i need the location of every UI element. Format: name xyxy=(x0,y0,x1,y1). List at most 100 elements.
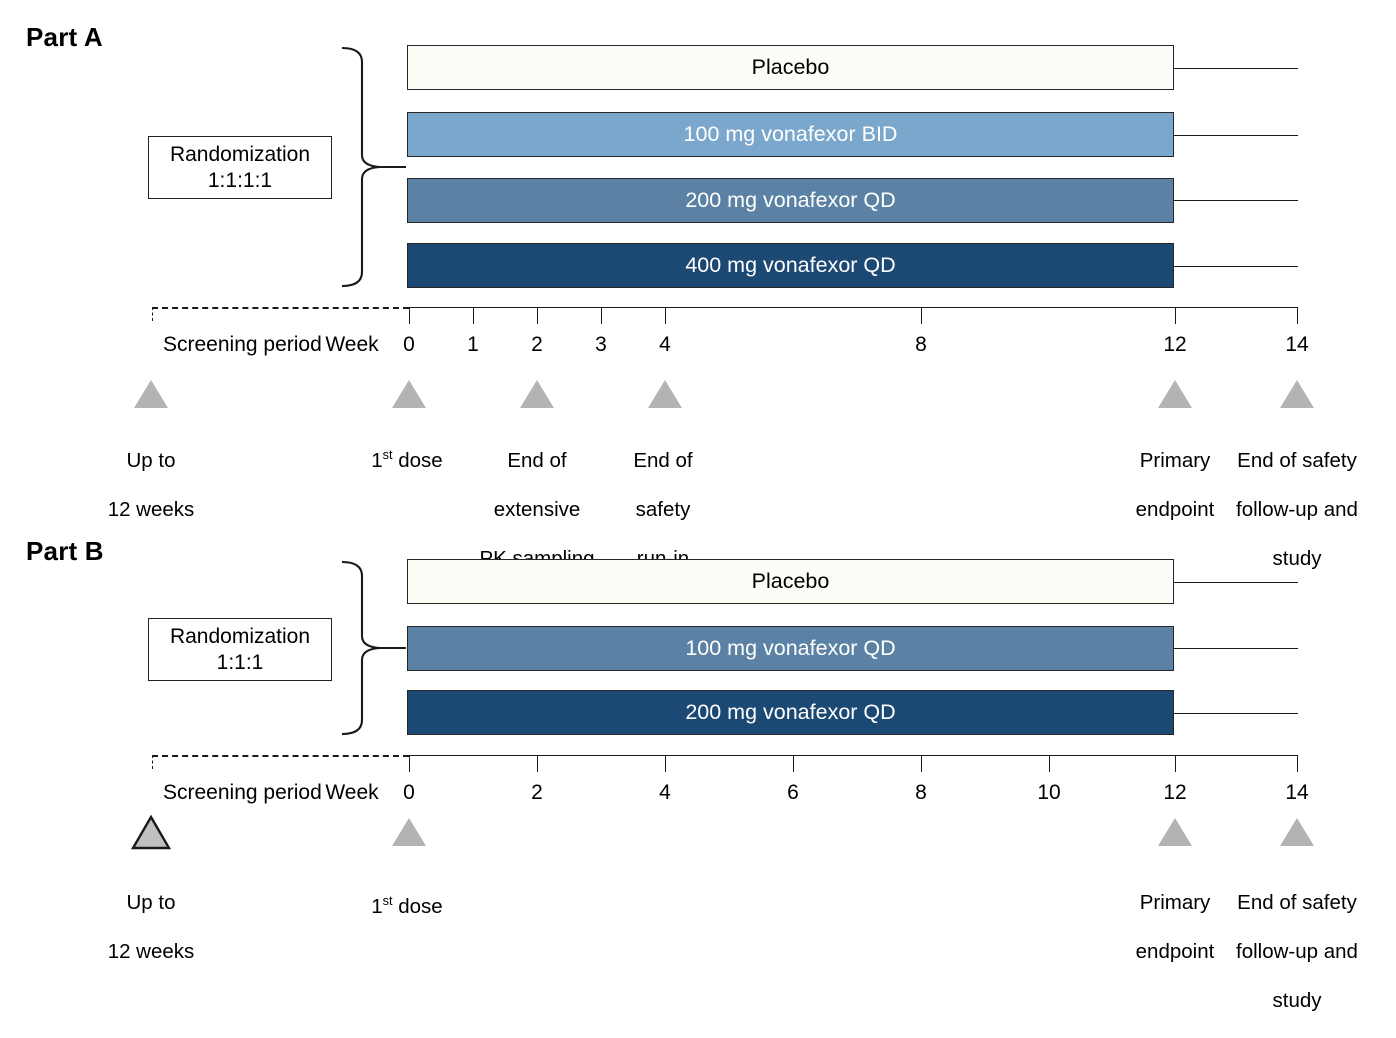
part-b-tick-label-0: 0 xyxy=(403,781,415,804)
part-a-tick-label-4: 4 xyxy=(659,333,671,356)
part-a-tick-12 xyxy=(1175,307,1176,324)
part-b-tick-6 xyxy=(793,755,794,772)
part-b-screening-start-tick xyxy=(152,755,153,769)
part-a-marker-primary-endpoint-triangle-icon xyxy=(1158,380,1192,408)
part-a-milestone-primary-endpoint-line2: endpoint xyxy=(1135,497,1215,521)
part-a-tick-label-0: 0 xyxy=(403,333,415,356)
part-b-tick-label-2: 2 xyxy=(531,781,543,804)
part-a-arm-400mg-qd-tail xyxy=(1174,266,1298,267)
part-a-marker-end-study-triangle-icon xyxy=(1280,380,1314,408)
part-a-milestone-end-study: End of safety follow-up and study xyxy=(1217,424,1377,596)
part-b-milestone-first-dose: 1st dose xyxy=(322,870,492,944)
part-b-milestone-end-study: End of safety follow-up and study xyxy=(1217,866,1377,1038)
part-a-tick-label-1: 1 xyxy=(467,333,479,356)
part-a-axis-line xyxy=(409,307,1298,308)
part-a-milestone-end-pk-line1: End of xyxy=(507,448,567,472)
part-b-tick-label-4: 4 xyxy=(659,781,671,804)
part-a-arm-placebo-tail xyxy=(1174,68,1298,69)
part-b-week-label: Week xyxy=(325,781,379,804)
part-a-tick-label-8: 8 xyxy=(915,333,927,356)
part-a-arm-400mg-qd: 400 mg vonafexor QD xyxy=(407,243,1174,288)
part-a-milestone-screening-line2: 12 weeks xyxy=(107,497,195,521)
part-b-milestone-primary-endpoint-line1: Primary xyxy=(1139,890,1211,914)
part-b-tick-label-6: 6 xyxy=(787,781,799,804)
part-a-tick-4 xyxy=(665,307,666,324)
part-b-marker-end-study-triangle-icon xyxy=(1280,818,1314,846)
first-dose-ordinal-suffix: st xyxy=(382,446,393,462)
part-b-tick-label-8: 8 xyxy=(915,781,927,804)
part-a-arm-placebo: Placebo xyxy=(407,45,1174,90)
part-a-tick-8 xyxy=(921,307,922,324)
part-a-milestone-first-dose-line1: 1st dose xyxy=(371,446,443,472)
part-a-screening-start-tick xyxy=(152,307,153,321)
part-a-milestone-screening: Up to 12 weeks xyxy=(61,424,241,547)
part-b-arm-200mg-qd-tail xyxy=(1174,713,1298,714)
part-b-marker-screening-triangle-icon xyxy=(130,814,172,850)
part-a-arm-100mg-bid-tail xyxy=(1174,135,1298,136)
part-b-tick-4 xyxy=(665,755,666,772)
part-b-tick-label-10: 10 xyxy=(1037,781,1061,804)
part-b-randomization-ratio: 1:1:1 xyxy=(216,650,264,674)
part-b-milestone-first-dose-line1: 1st dose xyxy=(371,892,443,918)
part-b-milestone-end-study-line3: study xyxy=(1272,988,1322,1012)
part-b-brace-icon xyxy=(341,560,406,736)
part-a-screening-label: Screening period xyxy=(163,333,322,356)
part-b-tick-2 xyxy=(537,755,538,772)
part-a-marker-end-runin-triangle-icon xyxy=(648,380,682,408)
part-a-week-label: Week xyxy=(325,333,379,356)
part-a-tick-14 xyxy=(1297,307,1298,324)
part-b-milestone-screening-line1: Up to xyxy=(126,890,176,914)
part-b-milestone-screening-line2: 12 weeks xyxy=(107,939,195,963)
part-a-arm-100mg-bid: 100 mg vonafexor BID xyxy=(407,112,1174,157)
part-b-milestone-end-study-line2: follow-up and xyxy=(1236,939,1358,963)
part-b-milestone-primary-endpoint: Primary endpoint xyxy=(1115,866,1235,989)
part-a-tick-label-3: 3 xyxy=(595,333,607,356)
part-b-screening-label: Screening period xyxy=(163,781,322,804)
part-a-milestone-end-runin-line2: safety xyxy=(635,497,691,521)
part-a-randomization-label: Randomization xyxy=(169,142,311,166)
part-a-milestone-end-study-line3: study xyxy=(1272,546,1322,570)
part-b-tick-14 xyxy=(1297,755,1298,772)
part-a-randomization-ratio: 1:1:1:1 xyxy=(207,168,273,192)
part-a-tick-label-12: 12 xyxy=(1163,333,1187,356)
part-a-milestone-screening-line1: Up to xyxy=(126,448,176,472)
part-b-tick-8 xyxy=(921,755,922,772)
part-b-arm-placebo-tail xyxy=(1174,582,1298,583)
part-b-marker-first-dose-triangle-icon xyxy=(392,818,426,846)
part-a-tick-2 xyxy=(537,307,538,324)
part-b-milestone-primary-endpoint-line2: endpoint xyxy=(1135,939,1215,963)
figure-canvas: Part A Randomization 1:1:1:1 Placebo 100… xyxy=(26,22,1377,1012)
part-b-tick-label-12: 12 xyxy=(1163,781,1187,804)
part-b-randomization-label: Randomization xyxy=(169,624,311,648)
part-a-tick-0 xyxy=(409,307,410,324)
part-b-tick-10 xyxy=(1049,755,1050,772)
part-b-arm-100mg-qd-tail xyxy=(1174,648,1298,649)
part-b-tick-12 xyxy=(1175,755,1176,772)
part-b-arm-placebo: Placebo xyxy=(407,559,1174,604)
part-a-marker-screening-triangle-icon xyxy=(134,380,168,408)
part-b-randomization-box: Randomization 1:1:1 xyxy=(148,618,332,681)
part-a-marker-end-pk-triangle-icon xyxy=(520,380,554,408)
part-b-tick-label-14: 14 xyxy=(1285,781,1309,804)
part-a-milestone-primary-endpoint: Primary endpoint xyxy=(1115,424,1235,547)
part-b-marker-primary-endpoint-triangle-icon xyxy=(1158,818,1192,846)
part-a-randomization-box: Randomization 1:1:1:1 xyxy=(148,136,332,199)
part-a-tick-label-2: 2 xyxy=(531,333,543,356)
part-a-tick-label-14: 14 xyxy=(1285,333,1309,356)
part-a-title: Part A xyxy=(26,22,103,52)
part-a-marker-first-dose-triangle-icon xyxy=(392,380,426,408)
part-a-milestone-end-study-line2: follow-up and xyxy=(1236,497,1358,521)
part-b-arm-200mg-qd: 200 mg vonafexor QD xyxy=(407,690,1174,735)
part-a-milestone-end-runin-line1: End of xyxy=(633,448,693,472)
part-a-arm-200mg-qd: 200 mg vonafexor QD xyxy=(407,178,1174,223)
part-b-milestone-screening: Up to 12 weeks xyxy=(61,866,241,989)
part-a-milestone-primary-endpoint-line1: Primary xyxy=(1139,448,1211,472)
part-b-axis-line xyxy=(409,755,1298,756)
part-a-brace-icon xyxy=(341,46,406,288)
part-a-milestone-end-pk-line2: extensive xyxy=(493,497,581,521)
part-a-tick-1 xyxy=(473,307,474,324)
part-b-screening-dashed-line xyxy=(152,755,409,757)
part-a-screening-dashed-line xyxy=(152,307,409,309)
part-a-arm-200mg-qd-tail xyxy=(1174,200,1298,201)
part-a-milestone-first-dose: 1st dose xyxy=(322,424,492,498)
